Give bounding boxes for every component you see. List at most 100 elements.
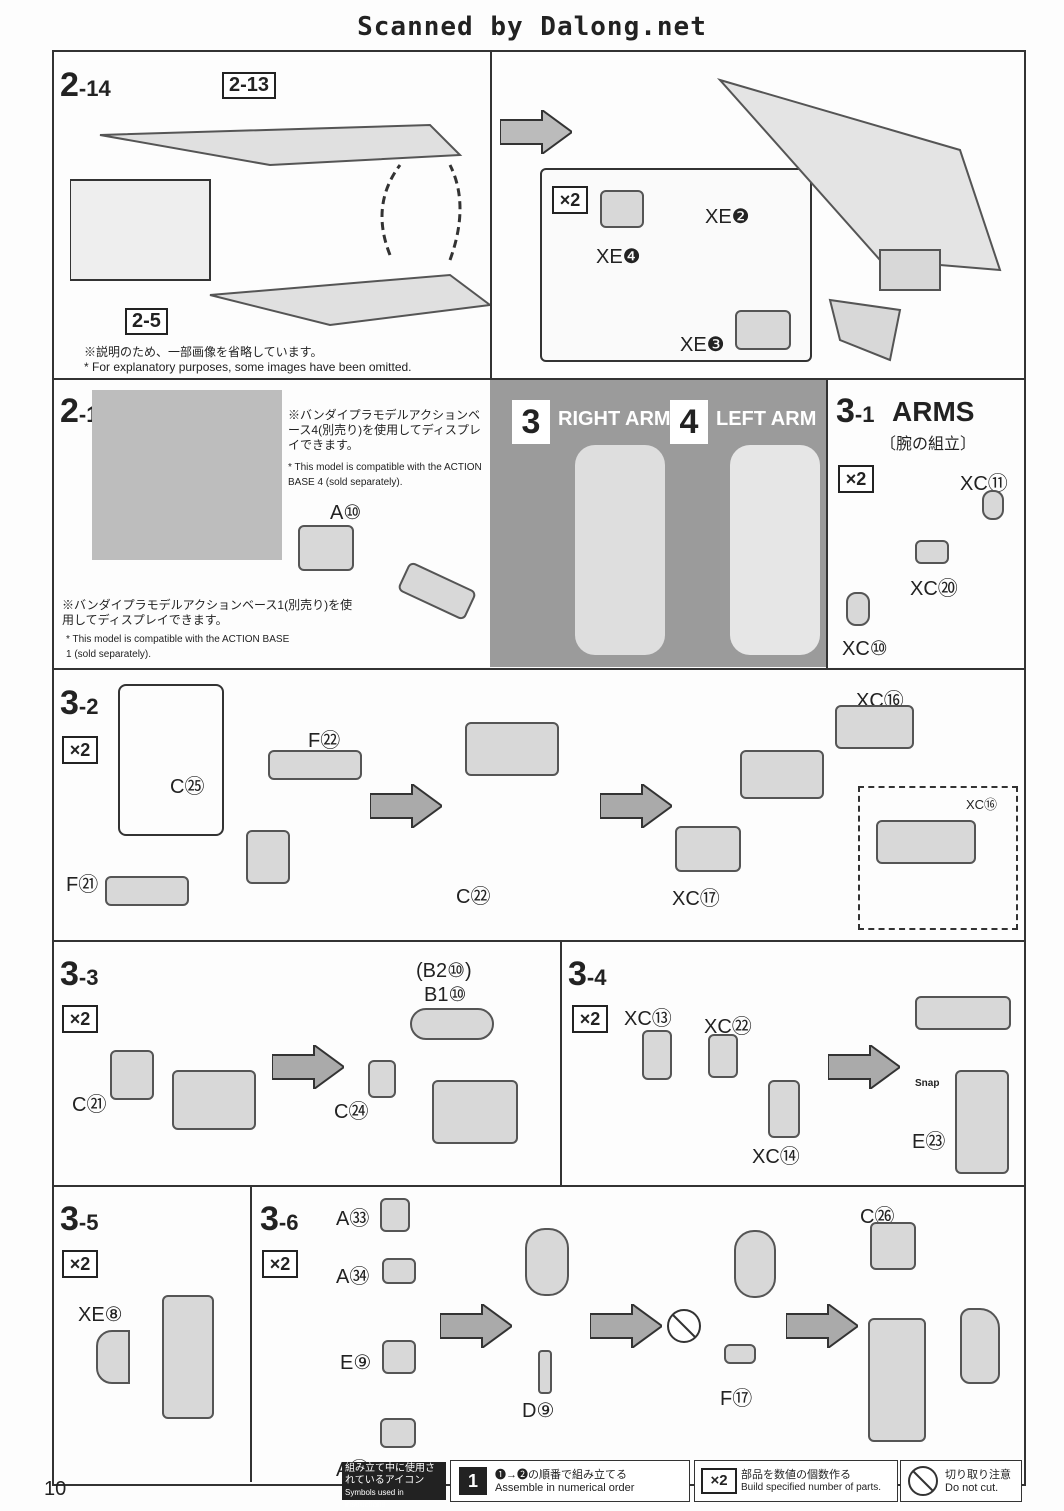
quantity-badge: ×2: [552, 186, 588, 214]
part-shape: [172, 1070, 256, 1130]
part-label: C㉒: [456, 886, 491, 908]
part-shape: [740, 750, 824, 799]
part-label: F㉒: [308, 730, 341, 752]
part-label: XC⑰: [672, 888, 720, 910]
part-shape: [708, 1034, 738, 1078]
right-arm-title: RIGHT ARM: [558, 408, 671, 430]
part-label: F⑰: [720, 1388, 753, 1410]
quantity-badge: ×2: [62, 736, 98, 764]
part-shape: [955, 1070, 1009, 1174]
snap-label: Snap: [915, 1078, 940, 1089]
part-label: A⑩: [330, 502, 362, 524]
note-jp: ※説明のため、一部画像を省略しています。: [84, 345, 323, 359]
quantity-badge: ×2: [262, 1250, 298, 1278]
part-shape: [538, 1350, 552, 1394]
part-label: B1⑩: [424, 984, 467, 1006]
quantity-badge: ×2: [572, 1005, 608, 1033]
part-label: A㉞: [336, 1266, 370, 1288]
part-label: XC⑬: [624, 1008, 672, 1030]
part-label: C㉑: [72, 1094, 107, 1116]
part-shape: [734, 1230, 776, 1298]
row-divider: [52, 668, 1024, 670]
left-arm-title: LEFT ARM: [716, 408, 817, 430]
step-arrow-icon: [590, 1304, 662, 1348]
left-arm-image: [730, 445, 820, 655]
part-shape: [525, 1228, 569, 1296]
ref-2-5: 2-5: [125, 308, 168, 335]
part-shape: [870, 1222, 916, 1270]
col-divider: [560, 940, 562, 1185]
part-label: XC⑯: [966, 797, 998, 812]
step-3-4-number: 3-4: [568, 955, 607, 993]
step-arrow-icon: [828, 1045, 900, 1089]
part-shape: [380, 1198, 410, 1232]
step-arrow-icon: [440, 1304, 512, 1348]
step-3-2-number: 3-2: [60, 684, 99, 722]
part-shape: [298, 525, 354, 571]
row-divider: [52, 940, 1024, 942]
part-shape: [642, 1030, 672, 1080]
part-label: C㉔: [334, 1101, 369, 1123]
part-shape: [268, 750, 362, 780]
part-label: XC㉒: [704, 1016, 752, 1038]
part-shape: [868, 1318, 926, 1442]
wing-render: [716, 78, 1002, 362]
part-label: E⑨: [340, 1352, 372, 1374]
step-arrow-icon: [500, 110, 572, 154]
part-shape: [432, 1080, 518, 1144]
step-arrow-icon: [370, 784, 442, 828]
step-arrow-icon: [600, 784, 672, 828]
step-3-5-number: 3-5: [60, 1200, 99, 1238]
part-shape: [368, 1060, 396, 1098]
note-en: * For explanatory purposes, some images …: [84, 360, 412, 374]
step-2-14-number: 2-14: [60, 66, 111, 104]
right-arm-image: [575, 445, 665, 655]
part-label: XC⑭: [752, 1146, 800, 1168]
step-3-6-number: 3-6: [260, 1200, 299, 1238]
step-arrow-icon: [786, 1304, 858, 1348]
col-divider: [826, 380, 828, 668]
step-arrow-icon: [272, 1045, 344, 1089]
quantity-badge: ×2: [838, 465, 874, 493]
note-action-base-1-jp: ※バンダイプラモデルアクションベース1(別売り)を使用してディスプレイできます。: [62, 598, 353, 627]
part-shape: [382, 1340, 416, 1374]
legend-order: 1 ❶→❷の順番で組み立てる Assemble in numerical ord…: [450, 1460, 690, 1502]
part-shape: [768, 1080, 800, 1138]
part-label: E㉓: [912, 1131, 946, 1153]
part-label: XC⑩: [842, 638, 888, 660]
part-shape: [110, 1050, 154, 1100]
part-shape: [915, 996, 1011, 1030]
part-shape: [876, 820, 976, 864]
part-shape: [96, 1330, 130, 1384]
part-shape: [675, 826, 741, 872]
part-shape: [724, 1344, 756, 1364]
part-shape: [835, 705, 914, 749]
part-shape: [915, 540, 949, 564]
part-label: XE⑧: [78, 1304, 123, 1326]
scan-credit: Scanned by Dalong.net: [357, 12, 707, 42]
part-label: XC⑪: [960, 473, 1008, 495]
part-label: XE❷: [705, 206, 750, 228]
part-shape: [105, 876, 189, 906]
part-shape: [382, 1258, 416, 1284]
do-not-cut-icon: [908, 1466, 938, 1496]
do-not-cut-icon: [667, 1309, 701, 1343]
part-shape: [162, 1295, 214, 1419]
row-divider: [52, 1185, 1024, 1187]
part-label: (B2⑩): [416, 960, 472, 982]
part-label: XE❹: [596, 246, 641, 268]
row-divider: [52, 378, 1024, 380]
step-4-number: 4: [670, 400, 708, 444]
legend-heading: 組み立て中に使用されているアイコン Symbols used in instru…: [342, 1462, 446, 1509]
page-number: 10: [44, 1478, 67, 1500]
part-shape: [982, 490, 1004, 520]
legend-do-not-cut: 切り取り注意 Do not cut.: [900, 1460, 1022, 1502]
part-label: F㉑: [66, 874, 99, 896]
part-label: C㉕: [170, 776, 205, 798]
part-shape: [846, 592, 870, 626]
note-action-base-4-jp: ※バンダイプラモデルアクションベース4(別売り)を使用してディスプレイできます。: [288, 408, 481, 452]
note-action-base-1-en: * This model is compatible with the ACTI…: [66, 634, 290, 660]
part-shape: [600, 190, 644, 228]
part-shape: [246, 830, 290, 884]
model-photo: [92, 390, 282, 560]
